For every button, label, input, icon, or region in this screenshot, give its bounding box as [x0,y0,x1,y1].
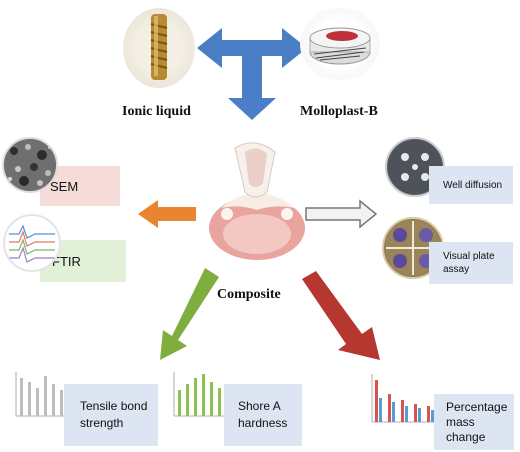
orange-arrow [138,200,196,228]
shore-box: Shore A hardness [224,384,302,446]
composite-label: Composite [217,287,281,302]
sem-image [2,137,58,193]
sem-label: SEM [50,178,79,194]
screw-icon [150,14,168,80]
visual-plate-box: Visual plate assay [429,242,513,284]
ftir-image [3,214,61,272]
ionic-liquid-image [123,8,195,88]
shore-label-line1: Shore A [238,399,281,413]
molloplast-label: Molloplast-B [300,104,378,119]
green-arrow [160,268,219,360]
ftir-label: FTIR [52,253,81,269]
tensile-label-line2: strength [80,416,124,430]
visual-plate-label-line1: Visual plate [443,251,495,262]
mass-label-line3: change [446,429,486,444]
blue-t-arrow [197,28,307,120]
molloplast-image [300,8,380,80]
well-diffusion-box: Well diffusion [429,166,513,204]
shore-label-line2: hardness [238,416,288,430]
grey-arrow [305,199,378,229]
composite-image [205,138,307,264]
well-diffusion-label: Well diffusion [443,179,503,191]
ftir-spectrum [9,224,55,263]
denture-icon [209,142,305,260]
bar-chart-icon [371,374,438,423]
mass-label-line2: mass [446,414,475,429]
tensile-label-line1: Tensile bond [80,399,148,413]
mass-chart-image [366,370,440,430]
mass-label-line1: Percentage [446,399,508,414]
petri-dish-icon [388,140,442,194]
sem-micrograph [4,139,56,191]
red-arrow [302,271,380,360]
tensile-box: Tensile bond strength [64,384,158,446]
visual-plate-label-line2: assay [443,264,470,275]
container-icon [309,27,371,65]
mass-box: Percentage mass change [434,394,514,450]
ionic-liquid-label: Ionic liquid [122,104,191,119]
